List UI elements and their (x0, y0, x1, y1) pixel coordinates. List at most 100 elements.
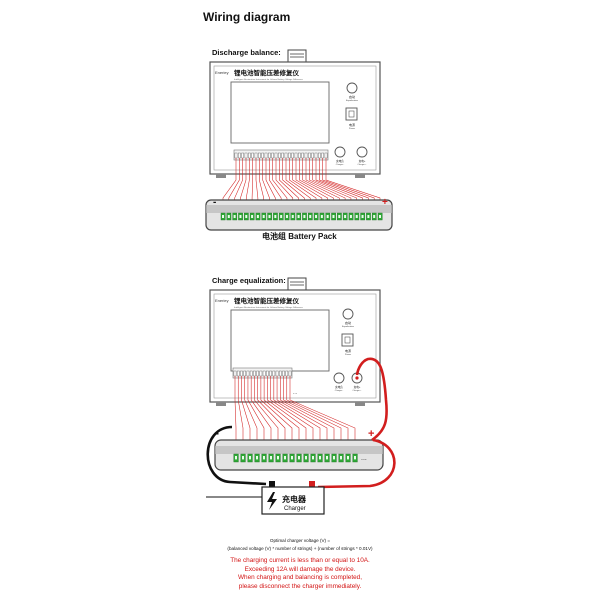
charger-negative-port[interactable] (333, 372, 345, 384)
connector-pin (294, 152, 298, 159)
connector-pin (304, 152, 308, 159)
connector-pin (251, 152, 254, 159)
black-charge-wire (206, 425, 267, 486)
connector-pin (249, 370, 253, 377)
connector-pin (256, 370, 259, 377)
connector-pin (268, 152, 271, 159)
connector-pin (321, 152, 324, 159)
connector-pin (282, 370, 285, 377)
charger-negative-terminal (269, 481, 275, 488)
connector-pin (258, 152, 261, 159)
terminal-row (220, 212, 383, 221)
start-label-en: Equalization (342, 325, 355, 328)
warning-line: please disconnect the charger immediatel… (238, 582, 362, 590)
start-button[interactable] (342, 308, 354, 320)
connector-pin (240, 370, 243, 377)
start-button[interactable] (346, 82, 358, 94)
start-label-cn: 启动 (345, 320, 351, 325)
battery-pack-label: 电池组 Battery Pack (262, 232, 337, 241)
connector-pin (246, 370, 250, 377)
connector-pin (234, 152, 238, 159)
power-label-cn: 电源 (345, 348, 351, 353)
red-charge-wire-device (355, 357, 388, 442)
connector-pin (262, 370, 266, 377)
warning-line: Exceeding 12A will damage the device. (244, 565, 356, 573)
lightning-icon (267, 492, 277, 510)
discharge-section-label: Discharge balance: (212, 48, 281, 57)
svg-text:Charger +: Charger + (353, 390, 363, 392)
device-brand: Eneriey (215, 298, 229, 303)
balance-connector-strip (233, 149, 329, 161)
charger-negative-label: 充电负 (335, 385, 343, 389)
connector-pin (274, 152, 278, 159)
charger-positive-label: 充电+ (359, 159, 366, 163)
charger-negative-label: 充电负 (336, 159, 344, 163)
connector-pin (259, 370, 263, 377)
power-label-en: Power (349, 127, 355, 130)
red-charge-wire-pack (317, 438, 396, 489)
connector-ellipsis: ... (293, 390, 297, 396)
connector-pin (318, 152, 321, 159)
pack-plus-sign: + (382, 197, 388, 208)
connector-pin (272, 370, 276, 377)
svg-text:Charger -: Charger - (335, 390, 344, 392)
charger-positive-port[interactable] (356, 146, 368, 158)
connector-pin (261, 152, 264, 159)
connector-pin (298, 152, 301, 159)
device-screen (230, 81, 330, 144)
device-foot (355, 402, 365, 406)
warning-line: When charging and balancing is completed… (238, 574, 362, 582)
connector-pin (284, 152, 288, 159)
connector-pin (275, 370, 279, 377)
device-foot (216, 402, 226, 406)
connector-pin (236, 370, 240, 377)
connector-pin (311, 152, 314, 159)
connector-pin (241, 152, 244, 159)
connector-pin (264, 152, 268, 159)
charge-device: Eneriey 锂电池智能压差修复仪 Intelligent Restorati… (209, 277, 381, 406)
connector-pin (269, 370, 272, 377)
connector-pin (288, 370, 292, 377)
connector-pin (281, 152, 284, 159)
power-label-cn: 电源 (349, 122, 355, 127)
device-foot (216, 174, 226, 178)
device-title: 锂电池智能压差修复仪 (234, 296, 300, 305)
connector-pin (288, 152, 291, 159)
connector-pin (244, 152, 248, 159)
connector-pin (238, 152, 241, 159)
connector-pin (278, 152, 281, 159)
power-label-en: Power (345, 353, 351, 356)
connector-pin (301, 152, 304, 159)
start-label-en: Equalization (346, 99, 359, 102)
pack-ellipsis: ... (361, 455, 367, 462)
charger-positive-terminal (309, 481, 315, 488)
connector-pin (266, 370, 269, 377)
balance-connector-strip (232, 367, 293, 379)
charge-section-label: Charge equalization: (212, 276, 286, 285)
connector-pin (271, 152, 274, 159)
connector-pin (254, 152, 258, 159)
connector-pin (253, 370, 256, 377)
formula-line-2: (balanced voltage (V) * number of string… (227, 546, 373, 551)
connector-pin (314, 152, 318, 159)
connector-pin (233, 370, 237, 377)
connector-pin (324, 152, 328, 159)
power-switch[interactable] (345, 107, 358, 121)
warning-text: The charging current is less than or equ… (150, 557, 450, 591)
svg-text:Charger -: Charger - (336, 164, 345, 166)
device-subtitle: Intelligent Restoration Instrument for L… (234, 78, 304, 81)
charger: 充电器 Charger (261, 481, 325, 515)
power-switch[interactable] (341, 333, 354, 347)
formula-line-1: Optimal charger voltage (V) = (269, 538, 331, 543)
terminal-row (233, 453, 358, 463)
charger-label-en: Charger (284, 506, 306, 512)
charger-negative-port[interactable] (334, 146, 346, 158)
charger-label-cn: 充电器 (282, 494, 307, 504)
device-brand: Eneriey (215, 70, 229, 75)
connector-pin (285, 370, 289, 377)
discharge-device: Eneriey 锂电池智能压差修复仪 Intelligent Restorati… (209, 49, 381, 178)
start-label-cn: 启动 (349, 94, 355, 99)
svg-text:Charger +: Charger + (358, 164, 368, 166)
pack2-plus-sign: + (368, 428, 374, 440)
